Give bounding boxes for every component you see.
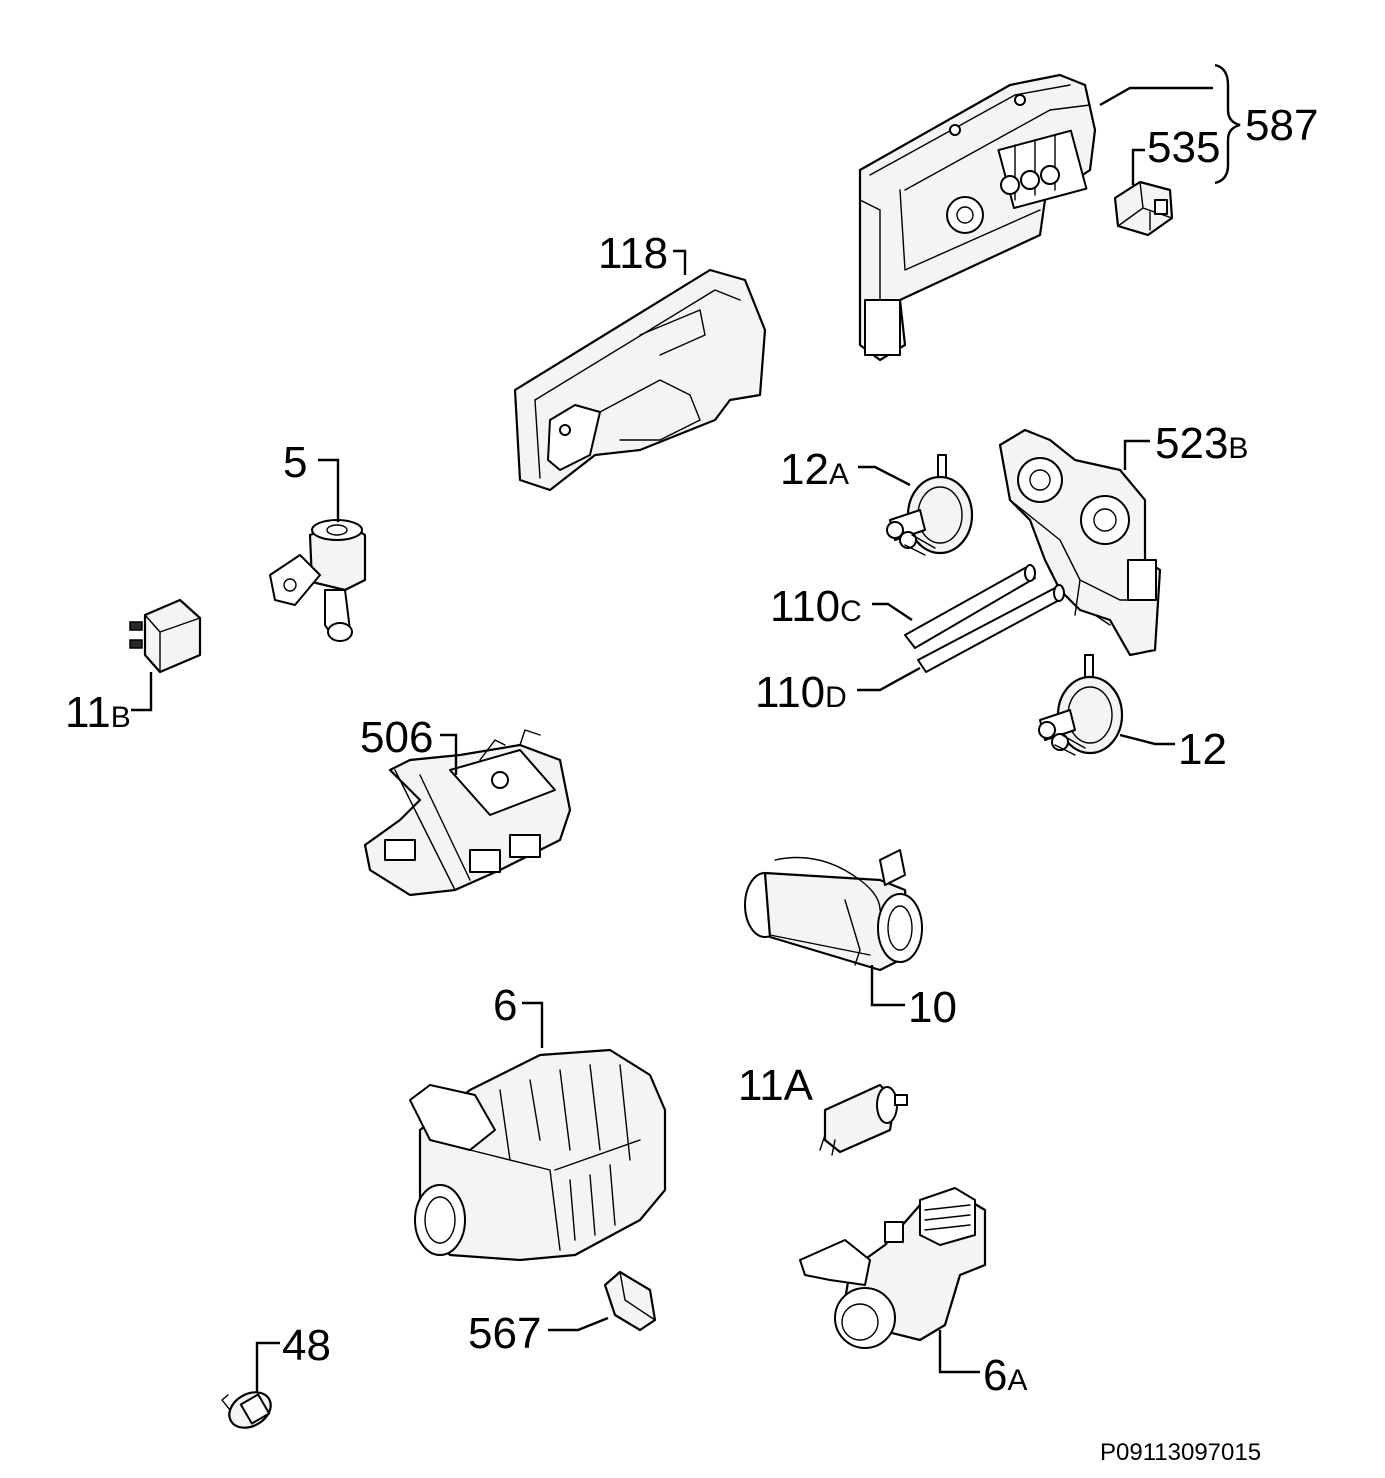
label-523b: 523B: [1155, 419, 1248, 468]
label-5: 5: [283, 438, 307, 487]
label-110c: 110C: [770, 582, 862, 631]
label-11b: 11B: [65, 688, 131, 737]
label-12: 12: [1178, 725, 1227, 774]
part-12a-pressure-switch: [886, 454, 974, 556]
part-523b-housing: [998, 428, 1162, 657]
part-6a-drain-pump: [799, 1187, 987, 1349]
label-11a: 11A: [738, 1061, 814, 1110]
drawing-code: P09113097015: [1100, 1439, 1261, 1466]
label-567: 567: [468, 1309, 541, 1358]
label-506: 506: [360, 713, 433, 762]
label-587: 587: [1245, 101, 1318, 150]
part-118-panel: [513, 268, 767, 492]
part-12-pressure-switch: [1038, 654, 1124, 756]
part-587-control-module: [858, 73, 1097, 362]
part-6-circulation-pump: [409, 1048, 667, 1262]
part-567-clip: [603, 1270, 657, 1332]
label-6a: 6A: [983, 1351, 1028, 1400]
part-48-knob: [221, 1391, 272, 1429]
part-506-dispenser: [363, 729, 572, 897]
part-535-connector: [1113, 180, 1174, 237]
label-535: 535: [1147, 123, 1220, 172]
part-11a-capacitor: [819, 1083, 908, 1156]
part-11b-relay: [129, 598, 202, 674]
part-labels: 587 535 118 5 12A 523B 110C 110D 11B 506…: [65, 101, 1318, 1466]
label-110d: 110D: [755, 668, 847, 717]
label-12a: 12A: [780, 445, 849, 494]
part-10-heater: [744, 849, 923, 972]
part-5-valve: [269, 519, 367, 642]
label-118: 118: [598, 229, 668, 278]
part-110d-hose: [917, 584, 1065, 673]
label-6: 6: [493, 981, 517, 1030]
part-110c-hose: [904, 564, 1036, 649]
leader-lines: [131, 63, 1241, 1392]
label-48: 48: [282, 1321, 331, 1370]
label-10: 10: [908, 983, 957, 1032]
